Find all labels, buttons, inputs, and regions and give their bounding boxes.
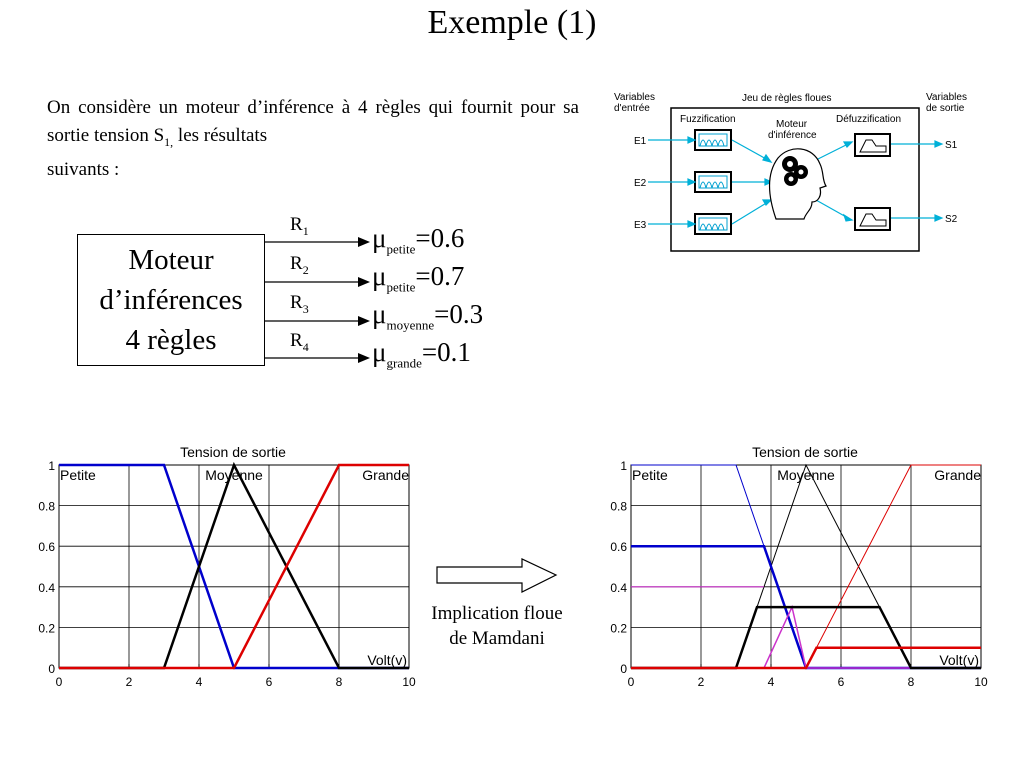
schema-outputs-title-1: Variables	[926, 92, 967, 103]
schema-input-e2: E2	[634, 178, 647, 189]
rule-arrows	[265, 237, 370, 363]
fuzzy-system-schema: Variables d'entrée Jeu de règles floues …	[614, 92, 967, 252]
rule-label-4: R4	[290, 330, 309, 354]
y-tick-label: 0.2	[610, 621, 627, 635]
mamdani-label: Implication floue de Mamdani	[414, 601, 580, 651]
intro-line-1: On considère un moteur d’inférence à 4 r…	[47, 97, 453, 118]
schema-inputs-title-1: Variables	[614, 92, 655, 103]
chart-left: Tension de sortie 0 2 4 6 8 10 0 0.2 0.4 0.6 0.8 1Pe…	[38, 444, 416, 689]
x-tick-label: 2	[698, 675, 705, 689]
x-tick-label: 4	[196, 675, 203, 689]
y-tick-label: 0	[48, 662, 55, 676]
x-tick-label: 8	[336, 675, 343, 689]
schema-fuzz-label: Fuzzification	[680, 114, 736, 125]
schema-input-e1: E1	[634, 136, 647, 147]
y-tick-label: 0.4	[38, 581, 55, 595]
plot-frame	[630, 464, 982, 669]
chart-title: Tension de sortie	[752, 444, 858, 460]
y-tick-label: 0.8	[38, 500, 55, 514]
x-axis-label: Volt(v)	[939, 652, 979, 668]
intro-line-2-post: les résultats	[173, 125, 268, 146]
mamdani-label-line-1: Implication floue	[431, 603, 563, 624]
schema-rules-title: Jeu de règles floues	[742, 93, 832, 104]
set-label-petite: Petite	[632, 467, 668, 483]
chart-title: Tension de sortie	[180, 444, 286, 460]
y-tick-label: 0.2	[38, 621, 55, 635]
y-tick-label: 0.6	[38, 540, 55, 554]
intro-line-3: suivants :	[47, 158, 120, 180]
implication-arrow	[436, 558, 558, 593]
x-axis-label: Volt(v)	[367, 652, 407, 668]
schema-defuzz-label: Défuzzification	[836, 114, 901, 125]
y-tick-label: 0.8	[610, 500, 627, 514]
schema-input-e3: E3	[634, 220, 647, 231]
x-tick-label: 4	[768, 675, 775, 689]
schema-engine-label-1: Moteur	[776, 119, 808, 130]
mu-result-4: μgrande=0.1	[372, 337, 471, 371]
schema-output-s2: S2	[945, 214, 958, 225]
intro-paragraph: On considère un moteur d’inférence à 4 r…	[47, 94, 579, 184]
x-tick-label: 0	[56, 675, 63, 689]
mu-result-3: μmoyenne=0.3	[372, 299, 484, 333]
intro-line-2-pre: fournit pour sa sortie tension S	[47, 97, 579, 146]
y-tick-label: 1	[620, 459, 627, 473]
engine-line-1: Moteur	[128, 244, 214, 276]
y-tick-label: 0.6	[610, 540, 627, 554]
engine-line-3: 4 règles	[125, 324, 217, 356]
x-tick-label: 2	[126, 675, 133, 689]
plot-frame	[58, 464, 410, 669]
schema-output-s1: S1	[945, 140, 958, 151]
set-label-petite: Petite	[60, 467, 96, 483]
series-line-grande-2	[59, 463, 409, 670]
y-tick-label: 0.4	[610, 581, 627, 595]
schema-outputs-title-2: de sortie	[926, 103, 965, 114]
mu-result-2: μpetite=0.7	[372, 261, 465, 295]
schema-inputs-title-2: d'entrée	[614, 103, 650, 114]
x-tick-label: 8	[908, 675, 915, 689]
x-tick-label: 6	[266, 675, 273, 689]
rule-arrow-4	[265, 353, 370, 363]
mu-result-1: μpetite=0.6	[372, 223, 465, 257]
series-line-grande-7	[631, 646, 981, 670]
x-tick-label: 0	[628, 675, 635, 689]
schema-engine-label-2: d'inférence	[768, 130, 817, 141]
schema-output-box-2	[854, 207, 891, 231]
rule-label-2: R2	[290, 253, 309, 277]
rule-label-3: R3	[290, 292, 309, 316]
page-title: Exemple (1)	[427, 4, 597, 41]
intro-line-2-sub: 1,	[164, 134, 174, 149]
inference-engine-box: Moteur d’inférences 4 règles	[77, 234, 265, 366]
set-label-moyenne: Moyenne	[205, 467, 263, 483]
schema-input-box-2	[694, 171, 732, 193]
schema-output-box-1	[854, 133, 891, 157]
rule-arrow-2	[265, 277, 370, 287]
mamdani-label-line-2: de Mamdani	[449, 628, 545, 649]
x-tick-label: 10	[402, 675, 416, 689]
rule-arrow-3	[265, 316, 370, 326]
set-label-moyenne: Moyenne	[777, 467, 835, 483]
x-tick-label: 10	[974, 675, 988, 689]
x-tick-label: 6	[838, 675, 845, 689]
set-label-grande: Grande	[934, 467, 981, 483]
chart-right: Tension de sortie 0 2 4 6 8 10 0 0.2 0.4 0.6 0.8 1Pe…	[610, 444, 988, 689]
schema-input-box-3	[694, 213, 732, 235]
schema-input-box-1	[694, 129, 732, 151]
y-tick-label: 1	[48, 459, 55, 473]
rule-arrow-1	[265, 237, 370, 247]
rule-label-1: R1	[290, 214, 309, 238]
set-label-grande: Grande	[362, 467, 409, 483]
schema-head-icon	[768, 148, 827, 220]
y-tick-label: 0	[620, 662, 627, 676]
engine-line-2: d’inférences	[99, 284, 243, 316]
